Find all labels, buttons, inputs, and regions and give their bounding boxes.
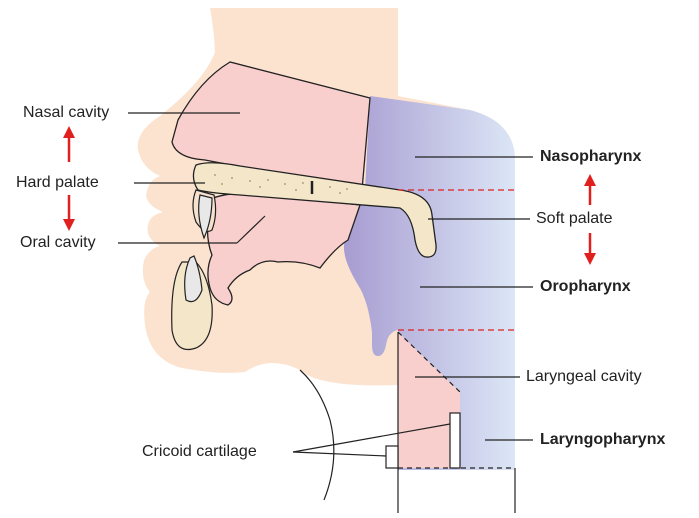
label-laryngopharynx: Laryngopharynx [540, 431, 665, 449]
label-cricoid-cartilage: Cricoid cartilage [142, 443, 257, 461]
arrow-up-left [63, 126, 75, 162]
label-oral-cavity: Oral cavity [20, 234, 96, 252]
label-nasal-cavity: Nasal cavity [23, 104, 109, 122]
neck-outline [300, 370, 334, 500]
label-soft-palate: Soft palate [536, 210, 613, 228]
label-laryngeal-cavity: Laryngeal cavity [526, 368, 642, 386]
leader-cricoid-2 [293, 452, 386, 456]
arrow-down-left [63, 195, 75, 231]
label-oropharynx: Oropharynx [540, 278, 631, 296]
label-hard-palate: Hard palate [16, 174, 99, 192]
cricoid-cartilage-shape [450, 413, 460, 468]
arrow-down-right [584, 233, 596, 265]
label-nasopharynx: Nasopharynx [540, 148, 641, 166]
arrow-up-right [584, 174, 596, 205]
cricoid-cartilage-shape-2 [386, 446, 398, 468]
